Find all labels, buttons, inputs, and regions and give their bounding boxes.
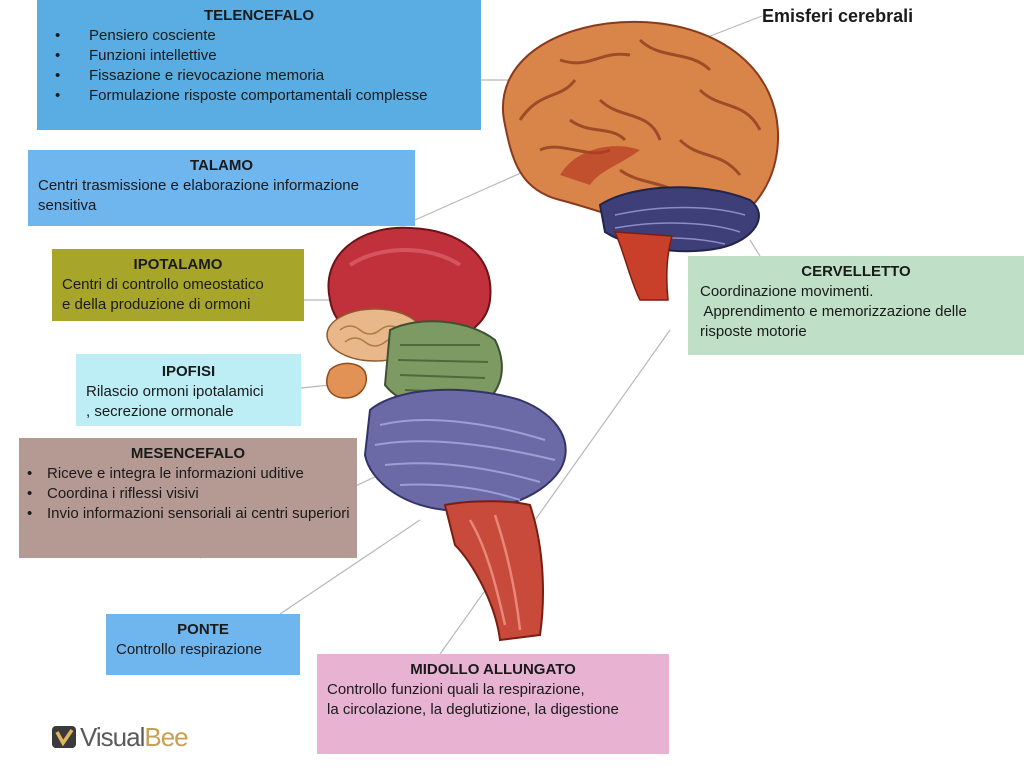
mesencefalo-list: Riceve e integra le informazioni uditive… xyxy=(19,464,357,524)
box-ipofisi: IPOFISI Rilascio ormoni ipotalamici , se… xyxy=(76,354,301,426)
logo-mark-icon xyxy=(52,726,76,748)
cervelletto-line: risposte motorie xyxy=(700,323,807,340)
visualbee-logo: VisualBee xyxy=(50,720,189,754)
talamo-line: Centri trasmissione e elaborazione infor… xyxy=(38,177,359,194)
leader-ipofisi xyxy=(300,384,331,389)
box-cervelletto: CERVELLETTO Coordinazione movimenti. App… xyxy=(688,256,1024,355)
pituitary-shape xyxy=(326,362,367,399)
telencefalo-list: Pensiero cosciente Funzioni intellettive… xyxy=(45,26,473,106)
list-item: Formulazione risposte comportamentali co… xyxy=(45,86,473,106)
leader-midollo xyxy=(439,329,671,655)
list-item: Riceve e integra le informazioni uditive xyxy=(19,464,357,484)
pons-shape xyxy=(363,388,567,512)
ipofisi-title: IPOFISI xyxy=(161,363,216,380)
leader-cervelletto xyxy=(749,239,761,257)
midollo-title: MIDOLLO ALLUNGATO xyxy=(410,661,576,678)
cervelletto-title: CERVELLETTO xyxy=(801,263,911,280)
ipotalamo-line: e della produzione di ormoni xyxy=(62,296,251,313)
telencefalo-title: TELENCEFALO xyxy=(203,7,314,24)
cerebrum-shape xyxy=(502,20,780,234)
brainstem-small-shape xyxy=(613,231,673,301)
talamo-title: TALAMO xyxy=(189,157,254,174)
midollo-line: Controllo funzioni quali la respirazione… xyxy=(327,681,585,698)
label-emisferi: Emisferi cerebrali xyxy=(762,6,914,26)
ipotalamo-line: Centri di controllo omeostatico xyxy=(62,276,264,293)
box-ipotalamo: IPOTALAMO Centri di controllo omeostatic… xyxy=(52,249,304,321)
list-item: Pensiero cosciente xyxy=(45,26,473,46)
box-telencefalo: TELENCEFALO Pensiero cosciente Funzioni … xyxy=(37,0,481,130)
box-mesencefalo: MESENCEFALO Riceve e integra le informaz… xyxy=(19,438,357,558)
leader-emisferi xyxy=(699,15,763,41)
midollo-line: la circolazione, la deglutizione, la dig… xyxy=(327,701,619,718)
talamo-line: sensitiva xyxy=(38,197,97,214)
ipofisi-line: , secrezione ormonale xyxy=(86,403,234,420)
leader-ponte xyxy=(279,519,421,615)
ipotalamo-title: IPOTALAMO xyxy=(133,256,223,273)
logo-part-visual: Visual xyxy=(80,721,145,752)
logo-wordmark: VisualBee xyxy=(80,721,189,753)
cervelletto-line: Coordinazione movimenti. xyxy=(700,283,874,300)
list-item: Coordina i riflessi visivi xyxy=(19,484,357,504)
list-item: Fissazione e rievocazione memoria xyxy=(45,66,473,86)
box-talamo: TALAMO Centri trasmissione e elaborazion… xyxy=(28,150,415,226)
medulla-shape xyxy=(443,500,544,642)
mesencefalo-title: MESENCEFALO xyxy=(130,445,246,462)
box-midollo: MIDOLLO ALLUNGATO Controllo funzioni qua… xyxy=(317,654,669,754)
ponte-title: PONTE xyxy=(177,621,229,638)
cervelletto-line: Apprendimento e memorizzazione delle xyxy=(700,303,967,320)
list-item: Funzioni intellettive xyxy=(45,46,473,66)
ipofisi-line: Rilascio ormoni ipotalamici xyxy=(86,383,264,400)
list-item: Invio informazioni sensoriali ai centri … xyxy=(19,504,357,524)
logo-part-bee: Bee xyxy=(144,721,188,752)
box-ponte: PONTE Controllo respirazione xyxy=(106,614,300,675)
ponte-line: Controllo respirazione xyxy=(116,641,262,658)
